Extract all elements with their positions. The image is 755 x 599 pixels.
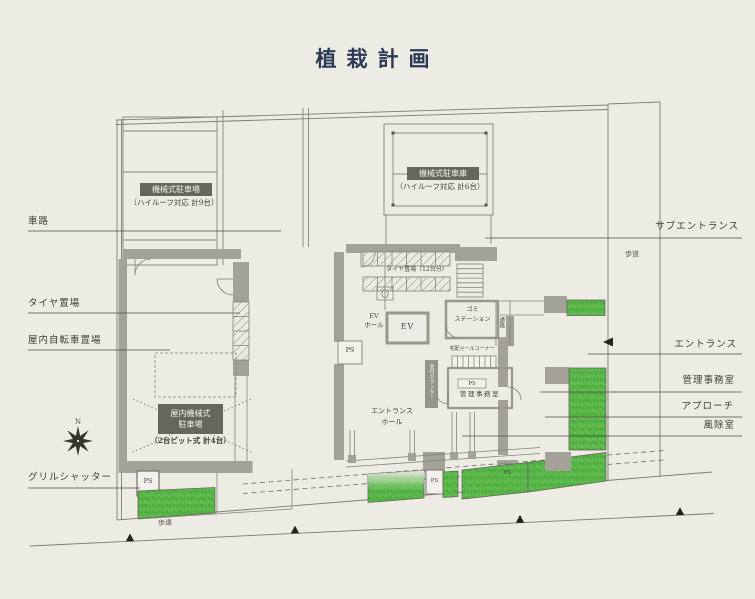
indoor-machine-parking-label: 屋内機械式 駐車場	[158, 404, 223, 434]
planting-fade-overlay	[368, 470, 424, 503]
callout-grille-shutter: グリルシャッター	[28, 472, 113, 483]
mail-corner-label: 宅配メールコーナー	[449, 346, 495, 352]
office-ps-label: PS	[468, 381, 476, 387]
ps-south-1-label: PS	[430, 478, 439, 484]
sidewalk-label-top: 歩道	[625, 250, 639, 258]
callout-windbreak-room: 風除室	[703, 420, 735, 431]
callout-approach: アプローチ	[681, 401, 734, 412]
machine-parking-garage-capacity: （ハイルーフ対応 計6台）	[395, 182, 485, 191]
compass-north-label: N	[75, 418, 82, 426]
callout-sub-entrance: サブエントランス	[655, 221, 739, 232]
machine-parking-tower-capacity: （ハイルーフ対応 計9台）	[129, 198, 219, 207]
ps-south-2-label: PS	[503, 470, 512, 476]
right-building-linework	[337, 251, 544, 495]
entrance-hall-label: エントランス ホール	[366, 406, 418, 427]
machine-parking-garage-label: 機械式駐車庫	[407, 167, 479, 180]
sidewalk-label-bottom: 歩道	[157, 518, 173, 528]
left-building-linework	[132, 258, 293, 520]
tire-storage-12-label: タイヤ置場（12台分）	[386, 266, 448, 273]
elevator-label: EV	[400, 322, 415, 331]
leader-lines	[28, 230, 742, 489]
ev-hall-label: EV ホール	[362, 312, 386, 330]
entrance-hall-line1: エントランス	[371, 407, 413, 415]
boundary-marker-triangle-icon	[125, 507, 685, 542]
reception-counter-label: 受付カウンター	[428, 364, 435, 399]
entrance-arrow-icon	[603, 337, 613, 347]
garbage-station-label: ゴミ ステーション	[448, 305, 497, 325]
entrance-hall-line2: ホール	[381, 417, 403, 426]
callout-tire-storage: タイヤ置場	[28, 298, 81, 309]
approach-step-block	[545, 452, 571, 471]
reception-counter-block	[425, 360, 438, 408]
callout-management-office: 管理事務室	[682, 375, 735, 386]
management-office-label: 管理事務室	[460, 390, 500, 398]
indoor-machine-parking-line2: 駐車場	[178, 420, 203, 429]
indoor-machine-parking-capacity: （2台ピット式 計4台）	[150, 436, 231, 445]
compass-rose-icon	[63, 426, 93, 456]
corridor-label: 通路	[498, 317, 505, 328]
indoor-machine-parking-line1: 屋内機械式	[170, 408, 211, 418]
site-boundary	[29, 101, 715, 547]
left-parking-tower	[122, 108, 309, 266]
garage-corner-ticks	[391, 131, 488, 207]
left-building-walls	[118, 249, 253, 473]
callout-entrance: エントランス	[674, 339, 737, 350]
ev-hall-line2: ホール	[364, 321, 384, 330]
ps-left-building-label: PS	[143, 477, 153, 485]
callout-driveway: 車路	[28, 216, 50, 227]
garbage-line2: ステーション	[454, 316, 491, 324]
callout-indoor-bicycle-parking: 屋内自転車置場	[28, 335, 102, 346]
page-title: 植栽計画	[315, 46, 440, 71]
machine-parking-tower-label: 機械式駐車場	[140, 183, 212, 196]
column-feet	[348, 451, 476, 463]
ps-west-wall-label: PS	[345, 346, 355, 354]
garbage-line1: ゴミ	[466, 306, 479, 313]
ev-hall-line1: EV	[369, 312, 379, 320]
right-building-walls	[334, 244, 571, 487]
machine-parking-garage-outline	[383, 123, 494, 244]
